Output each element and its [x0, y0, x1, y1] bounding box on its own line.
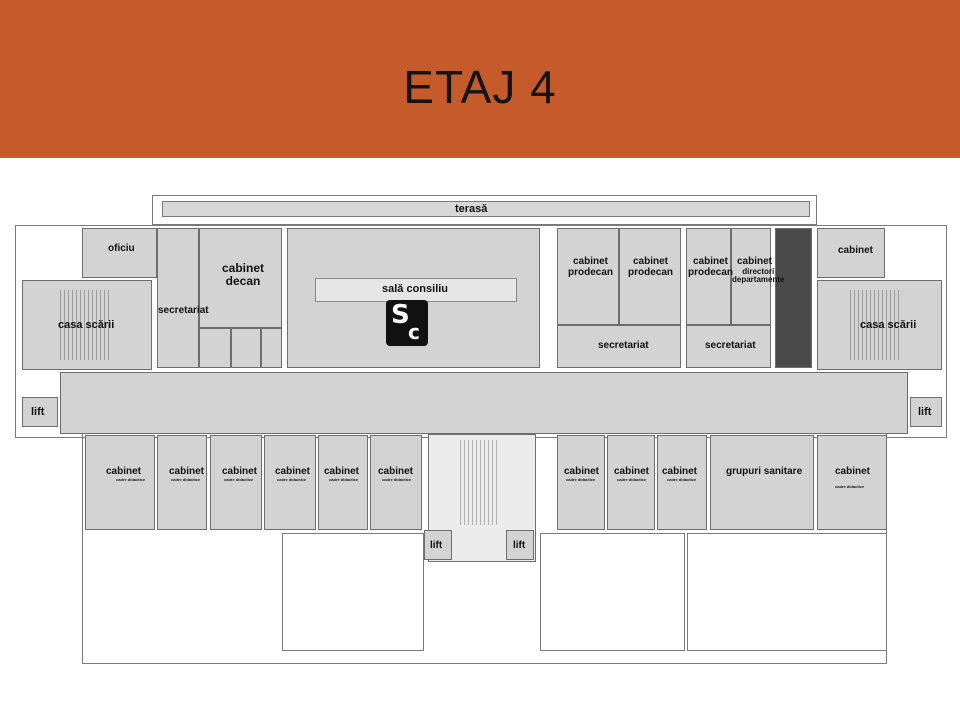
label-lift-center-1: lift: [430, 540, 443, 551]
room-cabinet-decan: [199, 228, 282, 328]
label-grupuri-sanitare: grupuri sanitare: [726, 466, 803, 477]
title-banner: ETAJ 4: [0, 0, 960, 158]
room-cabinet-b2: [157, 435, 207, 530]
label-casa-scarii-right: casa scării: [860, 319, 917, 331]
label-cabinet-b10: cabinet: [835, 466, 871, 477]
room-secretariat-decan: [157, 228, 199, 368]
room-cabinet-b8: [607, 435, 655, 530]
stair-hatch-right: [850, 290, 900, 360]
label-directori-departamente: directori departamente: [732, 267, 785, 285]
label-cabinet-b7: cabinet: [564, 466, 600, 477]
label-cadre-b3: cadre didactice: [224, 477, 254, 482]
label-cabinet-b2: cabinet: [169, 466, 205, 477]
label-cabinet-b3: cabinet: [222, 466, 258, 477]
room-cabinet-top-right: [817, 228, 885, 278]
label-cabinet-prodecan-3: cabinet prodecan: [688, 256, 734, 278]
logo-letter-s: S: [391, 300, 410, 330]
label-cadre-b7: cadre didactice: [566, 477, 596, 482]
label-sala-consiliu: sală consiliu: [382, 283, 449, 295]
label-cabinet-b9: cabinet: [662, 466, 698, 477]
room-oficiu: [82, 228, 157, 278]
room-directori: [731, 228, 771, 325]
label-cabinet-prodecan-1: cabinet prodecan: [568, 256, 614, 278]
label-secretariat-mid: secretariat: [598, 340, 649, 351]
label-cadre-b4: cadre didactice: [277, 477, 307, 482]
label-secretariat-right: secretariat: [705, 340, 756, 351]
label-cadre-b1: cadre didactice: [116, 477, 146, 482]
lift-center-2-box: [506, 530, 534, 560]
label-cadre-b6: cadre didactice: [382, 477, 412, 482]
label-terasa: terasă: [455, 203, 488, 215]
conference-table: [315, 278, 517, 302]
label-cabinet-b1: cabinet: [106, 466, 142, 477]
label-lift-center-2: lift: [513, 540, 526, 551]
label-cabinet-b4: cabinet: [275, 466, 311, 477]
stair-hatch-left: [60, 290, 110, 360]
room-wc: [231, 328, 261, 368]
logo-letter-c: c: [408, 320, 420, 344]
label-cabinet-decan: cabinet decan: [222, 261, 265, 288]
label-cadre-b5: cadre didactice: [329, 477, 359, 482]
lower-terrace-mid: [540, 533, 685, 651]
label-oficiu: oficiu: [108, 243, 135, 254]
room-cabinet-b9: [657, 435, 707, 530]
label-cadre-b9: cadre didactice: [667, 477, 697, 482]
corridor: [60, 372, 908, 434]
room-cabinet-b4: [264, 435, 316, 530]
label-lift-left: lift: [31, 406, 45, 418]
room-prodecan-3: [686, 228, 731, 325]
room-cabinet-b7: [557, 435, 605, 530]
label-cadre-b8: cadre didactice: [617, 477, 647, 482]
room-prodecan-1: [557, 228, 619, 325]
page-title: ETAJ 4: [403, 61, 557, 113]
lower-terrace-left: [282, 533, 424, 651]
label-cadre-b10: cadre didactice: [835, 484, 865, 489]
lift-center-1-box: [424, 530, 452, 560]
room-cabinet-b10: [817, 435, 887, 530]
lower-terrace-right: [687, 533, 887, 651]
sc-logo: S c: [386, 300, 428, 346]
lift-right: [910, 397, 942, 427]
room-shaft-dark: [775, 228, 812, 368]
room-secretariat-mid: [557, 325, 681, 368]
central-stair-hatch: [460, 440, 500, 525]
label-lift-right: lift: [918, 406, 932, 418]
room-grupuri-sanitare: [710, 435, 814, 530]
room-depozit: [261, 328, 282, 368]
terrace-strip: [162, 201, 810, 217]
label-casa-scarii-left: casa scării: [58, 319, 115, 331]
label-cabinet-prodecan-2: cabinet prodecan: [628, 256, 674, 278]
room-vestibul: [199, 328, 231, 368]
label-cabinet-directori: cabinet: [737, 256, 773, 267]
label-secretariat-left: secretariat: [158, 305, 209, 316]
label-cabinet-b6: cabinet: [378, 466, 414, 477]
room-secretariat-right: [686, 325, 771, 368]
room-cabinet-b3: [210, 435, 262, 530]
room-cabinet-b1: [85, 435, 155, 530]
lift-left: [22, 397, 58, 427]
label-cabinet-b8: cabinet: [614, 466, 650, 477]
label-cabinet-top-right: cabinet: [838, 245, 874, 256]
label-cadre-b2: cadre didactice: [171, 477, 201, 482]
room-cabinet-b6: [370, 435, 422, 530]
building-outline-top: [152, 195, 817, 225]
room-cabinet-b5: [318, 435, 368, 530]
label-cabinet-b5: cabinet: [324, 466, 360, 477]
room-prodecan-2: [619, 228, 681, 325]
